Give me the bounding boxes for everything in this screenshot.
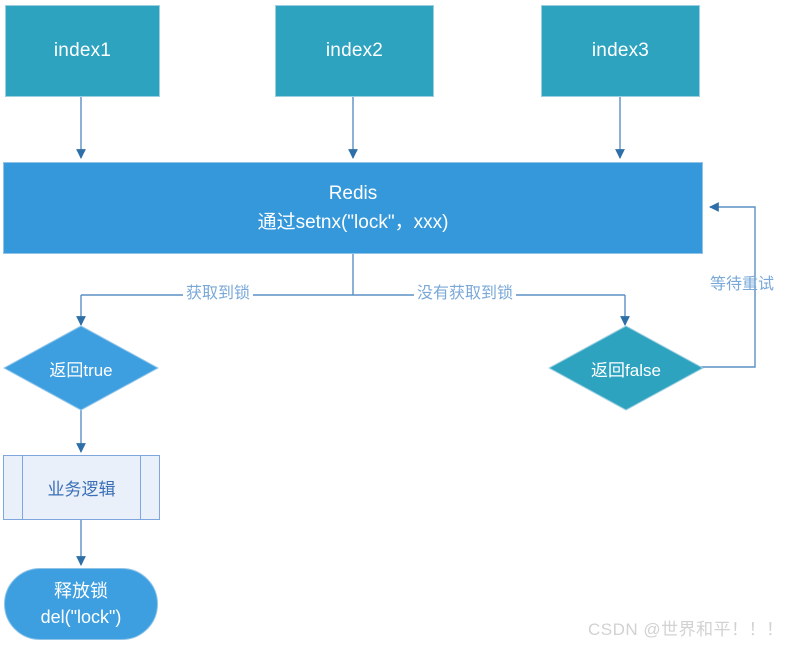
node-index3[interactable]: index3 [541,5,700,97]
node-index2-label: index2 [325,40,384,61]
edge-label-not-acquired-lock: 没有获取到锁 [414,285,517,303]
node-release-lock[interactable]: 释放锁 del("lock") [4,568,158,640]
node-return-false[interactable]: 返回false [547,325,705,411]
process-bar-right [140,456,141,519]
return-true-diamond-shape [2,325,160,411]
node-redis[interactable]: Redis 通过setnx("lock"，xxx) [3,162,703,254]
node-business-logic-label: 业务逻辑 [47,480,116,499]
node-return-true[interactable]: 返回true [2,325,160,411]
csdn-watermark: CSDN @世界和平！！！ [588,620,784,639]
node-index3-label: index3 [591,40,650,61]
edge-label-acquired-lock: 获取到锁 [183,285,254,303]
node-redis-line1: Redis [328,182,378,204]
node-release-lock-line2: del("lock") [40,607,122,627]
process-bar-left [22,456,23,519]
node-business-logic[interactable]: 业务逻辑 [3,455,160,520]
edge-label-wait-retry: 等待重试 [710,276,775,293]
node-index1-label: index1 [53,40,112,61]
node-redis-line2: 通过setnx("lock"，xxx) [257,212,449,233]
return-false-diamond-shape [547,325,705,411]
node-release-lock-line1: 释放锁 [54,580,108,601]
node-index2[interactable]: index2 [275,5,434,97]
node-index1[interactable]: index1 [5,5,160,97]
